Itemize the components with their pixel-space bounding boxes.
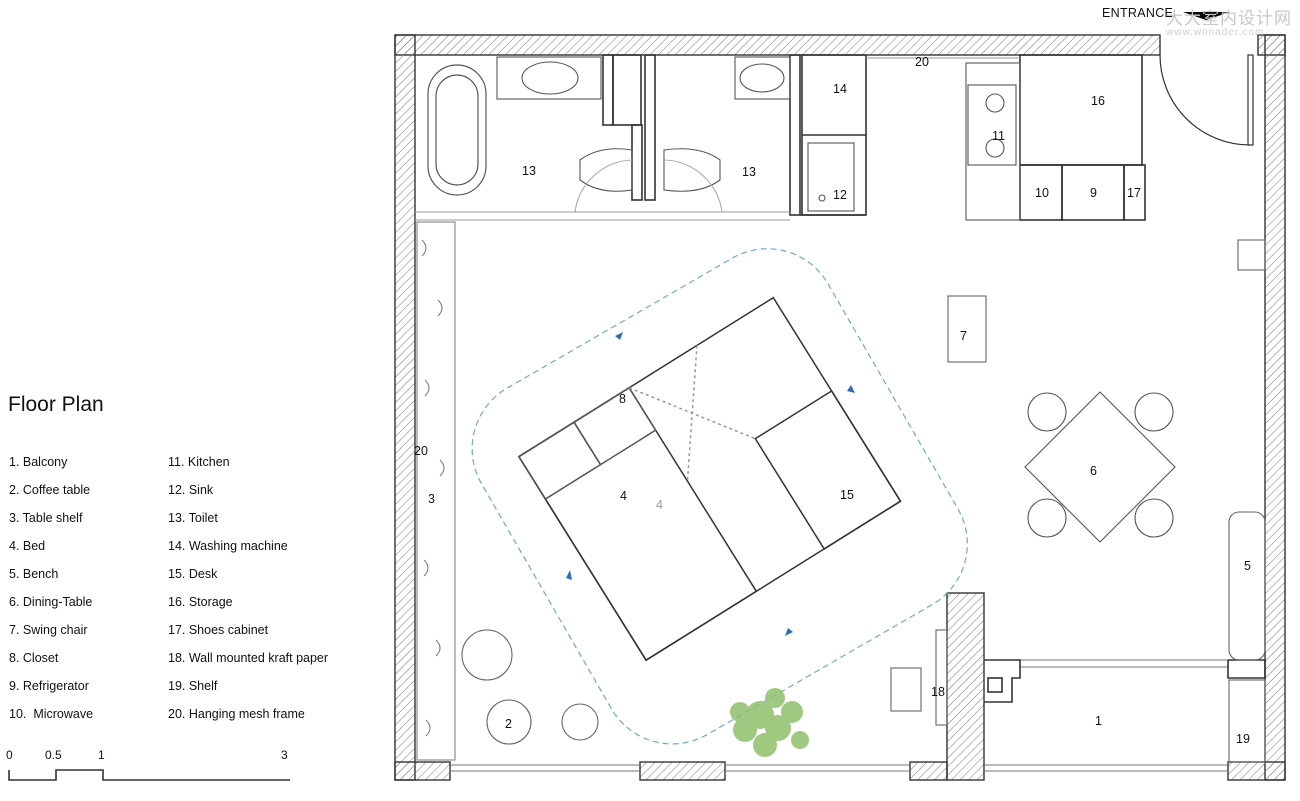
bed-module [517, 296, 902, 662]
legend-item: 4. Bed [9, 539, 46, 553]
entrance-door [1159, 12, 1254, 146]
legend-item: 17. Shoes cabinet [168, 623, 269, 637]
label-bed-inner: 4 [656, 498, 663, 512]
label-washing-machine: 14 [833, 82, 847, 96]
furniture [461, 239, 1266, 763]
label-storage: 16 [1091, 94, 1105, 108]
windows [450, 659, 1228, 772]
legend-item: 8. Closet [9, 651, 59, 665]
scale-label-0: 0 [6, 748, 13, 762]
label-mesh-frame-left: 20 [414, 444, 428, 458]
dining-set [1024, 391, 1176, 543]
legend-item: 15. Desk [168, 567, 218, 581]
scale-label-1: 1 [98, 748, 105, 762]
legend-item: 1. Balcony [9, 455, 68, 469]
plant [730, 688, 809, 757]
legend-right-column: 11. Kitchen 12. Sink 13. Toilet 14. Wash… [168, 448, 328, 728]
label-coffee-table: 2 [505, 717, 512, 731]
label-desk: 15 [840, 488, 854, 502]
label-dining-table: 6 [1090, 464, 1097, 478]
label-bench: 5 [1244, 559, 1251, 573]
kitchen-counter [807, 62, 1021, 221]
legend-item: 11. Kitchen [168, 455, 230, 469]
label-toilet-right: 13 [742, 165, 756, 179]
legend-item: 10. Microwave [9, 707, 94, 721]
circulation-arrows [566, 332, 855, 636]
legend-title: Floor Plan [8, 393, 104, 416]
label-balcony: 1 [1095, 714, 1102, 728]
label-kitchen: 11 [992, 129, 1005, 143]
legend-item: 2. Coffee table [9, 483, 91, 497]
label-shelf: 19 [1236, 732, 1250, 746]
legend-item: 20. Hanging mesh frame [168, 707, 305, 721]
scale-bar [8, 769, 290, 781]
legend-item: 7. Swing chair [9, 623, 88, 637]
label-table-shelf: 3 [428, 492, 435, 506]
legend-item: 14. Washing machine [168, 539, 288, 553]
balcony-walls [984, 659, 1266, 703]
table-shelf [416, 221, 456, 761]
label-closet: 8 [619, 392, 626, 406]
label-swing-chair: 7 [960, 329, 967, 343]
basins [496, 56, 791, 100]
label-toilet-left: 13 [522, 164, 536, 178]
interior-walls [602, 54, 1146, 221]
legend-item: 9. Refrigerator [9, 679, 89, 693]
label-kraft-paper: 18 [931, 685, 945, 699]
label-sink: 12 [833, 188, 847, 202]
legend-item: 19. Shelf [168, 679, 218, 693]
label-mesh-frame-top: 20 [915, 55, 929, 69]
room-labels: 1 2 3 4 4 5 6 7 8 9 10 11 12 13 13 14 15… [414, 55, 1251, 746]
entrance-label: ENTRANCE [1102, 6, 1174, 20]
legend-item: 12. Sink [168, 483, 214, 497]
label-microwave: 10 [1035, 186, 1049, 200]
exterior-walls [394, 34, 1286, 781]
legend-item: 3. Table shelf [9, 511, 83, 525]
label-bed: 4 [620, 489, 627, 503]
legend-item: 5. Bench [9, 567, 59, 581]
label-shoes-cabinet: 17 [1127, 186, 1141, 200]
toilets [574, 148, 723, 213]
legend-item: 13. Toilet [168, 511, 218, 525]
watermark-text: 大大室内设计网 [1166, 9, 1292, 28]
bath-wall-line [415, 57, 1020, 221]
watermark-url: www.wonader.com [1166, 27, 1265, 38]
label-refrigerator: 9 [1090, 186, 1097, 200]
legend-left-column: 1. Balcony 2. Coffee table 3. Table shel… [9, 448, 93, 728]
legend-item: 16. Storage [168, 595, 233, 609]
scale-label-half: 0.5 [45, 748, 62, 762]
bathtub [427, 64, 487, 196]
circulation-path [471, 248, 968, 745]
scale-label-3: 3 [281, 748, 288, 762]
legend-item: 18. Wall mounted kraft paper [168, 651, 329, 665]
legend-item: 6. Dining-Table [9, 595, 93, 609]
